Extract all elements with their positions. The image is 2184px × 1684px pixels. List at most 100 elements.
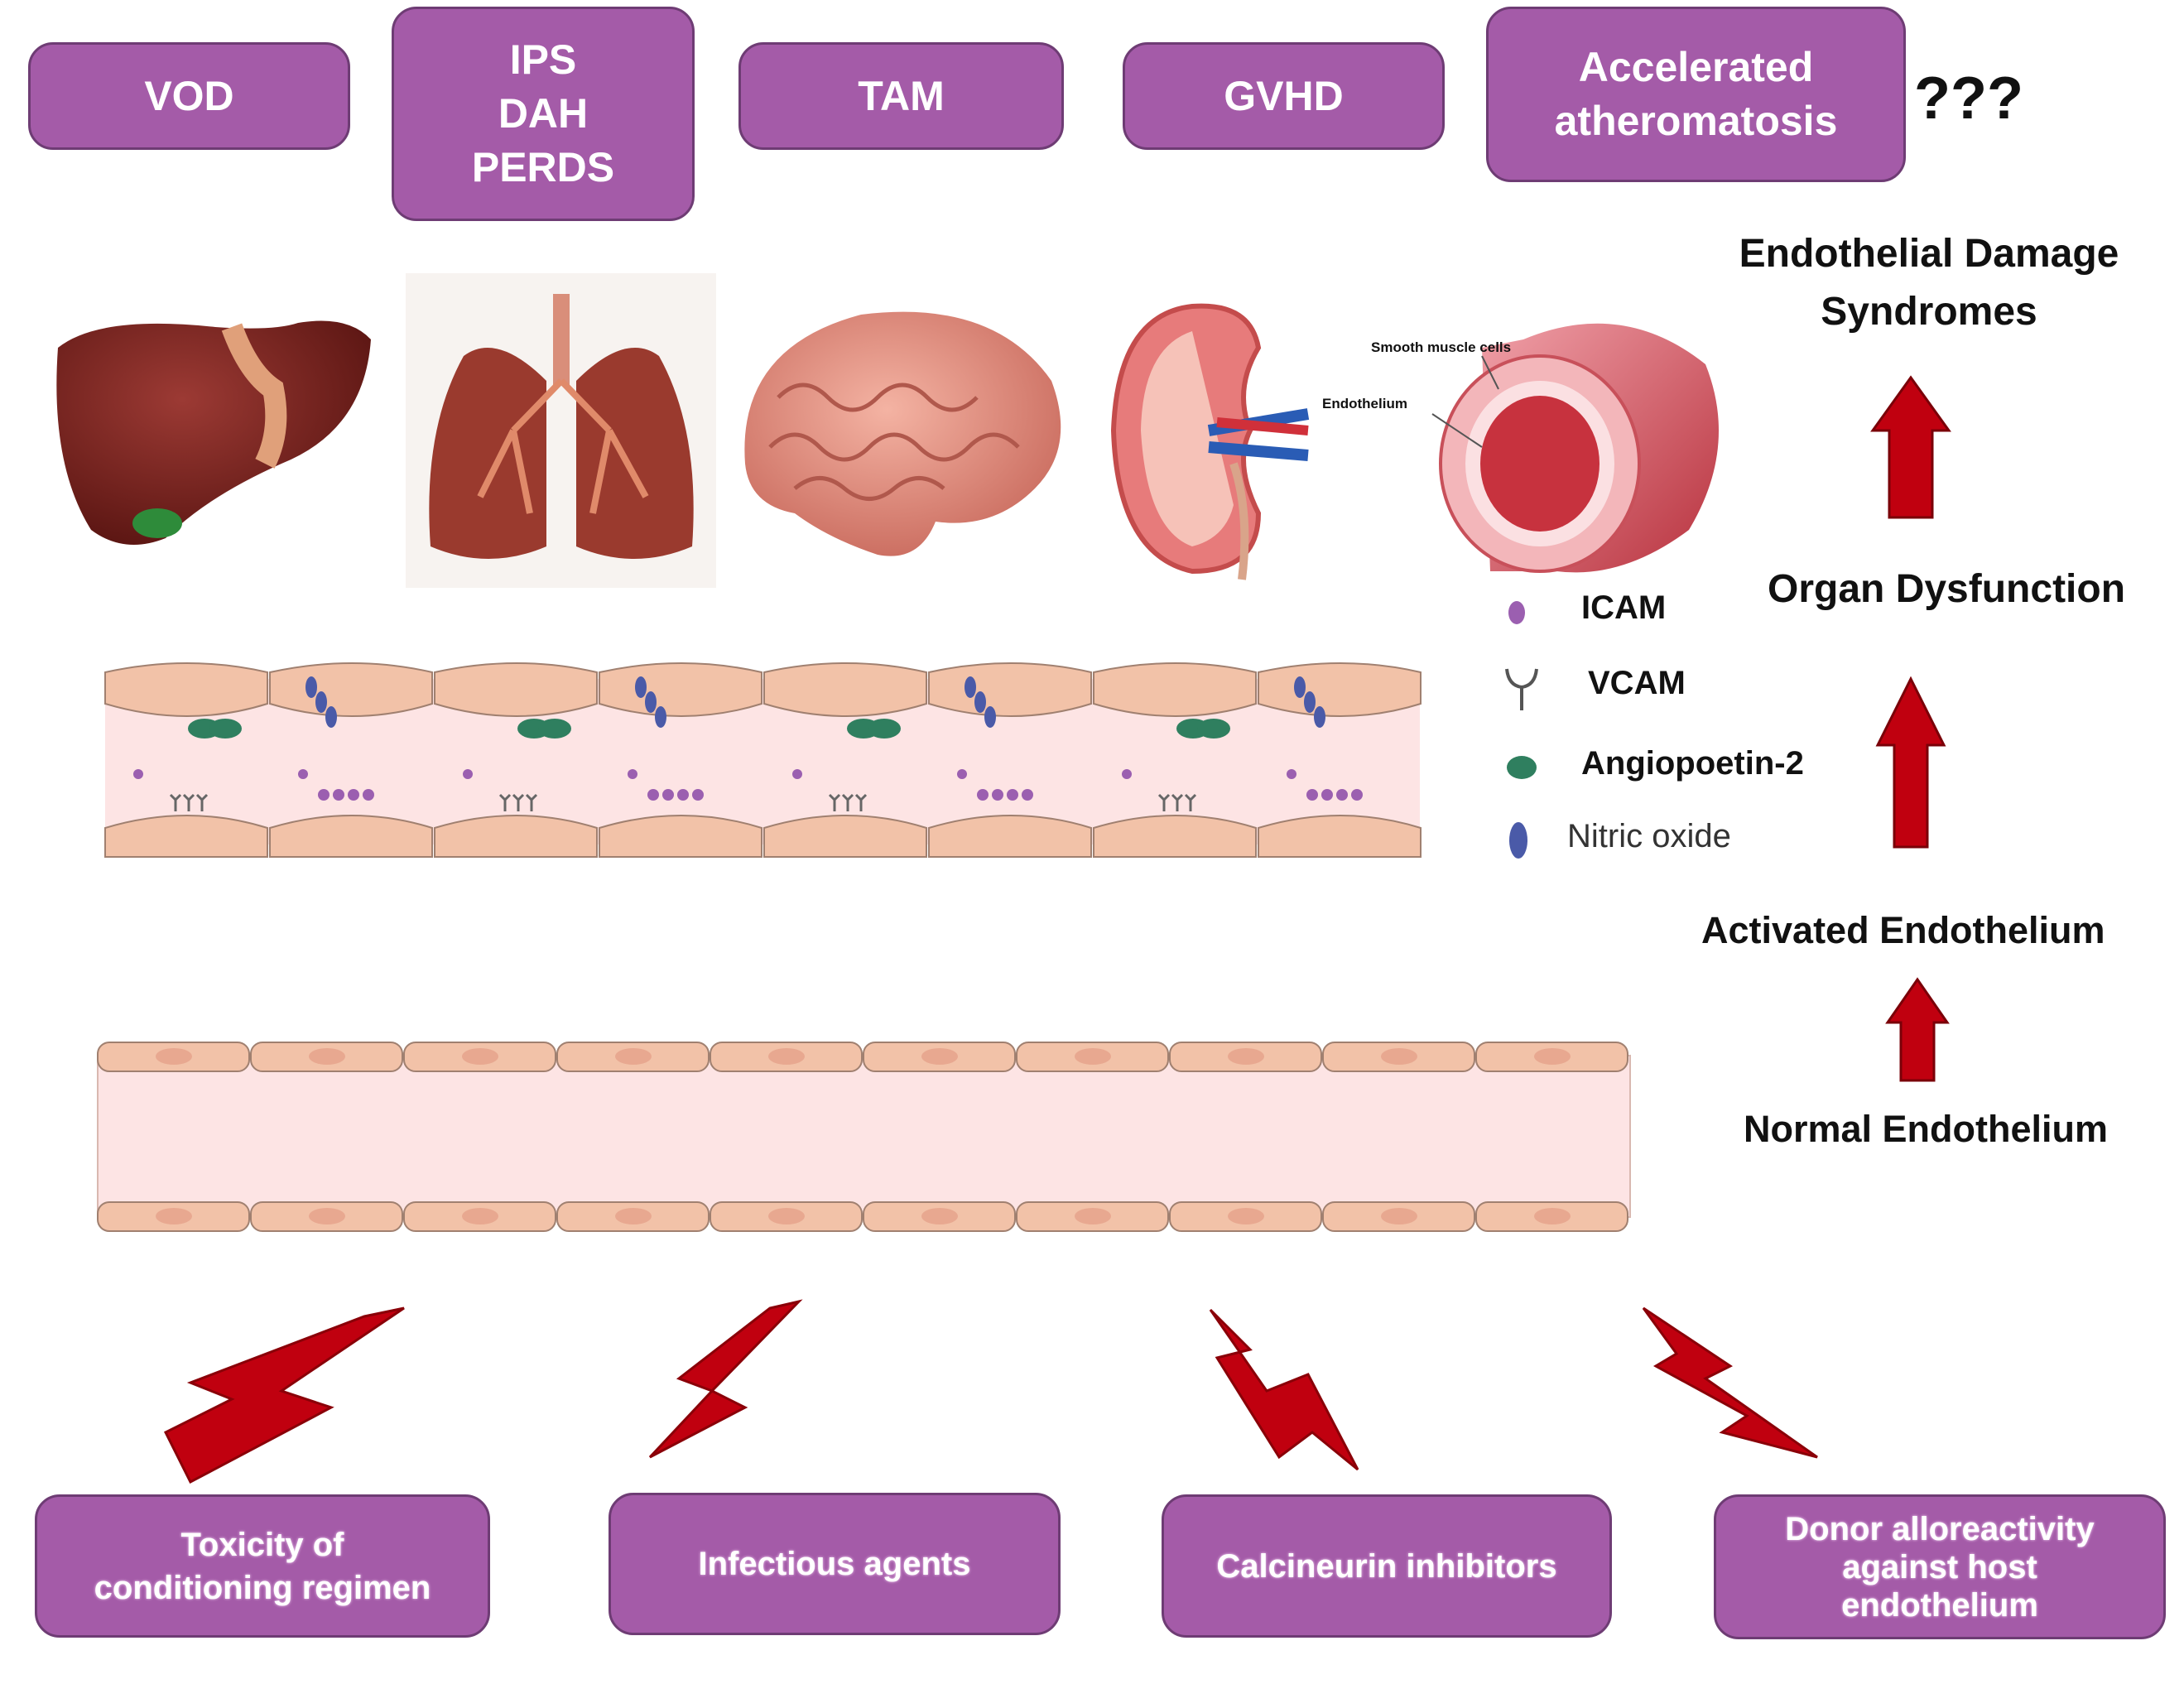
nitric-oxide-marker [1294, 676, 1306, 698]
endothelial-cell-bottom [928, 815, 1092, 858]
up-arrow-icon [1885, 977, 1950, 1082]
vcam-marker [498, 793, 512, 811]
icam-marker [1022, 789, 1033, 801]
cause-infectious-box: Infectious agents [609, 1493, 1061, 1635]
lungs-image [406, 273, 716, 588]
icam-marker [348, 789, 359, 801]
icam-marker [1306, 789, 1318, 801]
nitric-oxide-icon [1509, 822, 1527, 859]
lightning-bolt-icon [1209, 1308, 1359, 1471]
icam-marker [1351, 789, 1363, 801]
endothelial-cell-top [269, 662, 433, 717]
legend-angiopoetin: Angiopoetin-2 [1581, 745, 1804, 782]
vcam-marker [525, 793, 538, 811]
angiopoetin-icon [1507, 756, 1537, 779]
endothelial-cell-top [1258, 662, 1422, 717]
cell-nucleus [921, 1208, 958, 1225]
endothelial-cell-bottom [763, 815, 927, 858]
endothelial-cell-top [104, 662, 268, 717]
up-arrow-icon [1875, 676, 1946, 849]
vcam-marker [854, 793, 868, 811]
smooth-muscle-label: Smooth muscle cells [1371, 339, 1512, 355]
endothelial-cell-top [1093, 662, 1257, 717]
vcam-marker [841, 793, 854, 811]
endothelial-cell-top [599, 662, 762, 717]
cell-nucleus [462, 1208, 498, 1225]
angiopoetin-marker [538, 719, 571, 739]
nitric-oxide-marker [965, 676, 976, 698]
icam-marker [792, 769, 802, 779]
endothelial-cell-top [763, 662, 927, 717]
endothelial-cell-bottom [104, 815, 268, 858]
endothelial-cell-bottom [1258, 815, 1422, 858]
cause-toxicity-box: Toxicity of conditioning regimen [35, 1494, 490, 1638]
nitric-oxide-marker [984, 706, 996, 728]
endothelial-cell-bottom [269, 815, 433, 858]
stage-damage-syndromes: Endothelial Damage Syndromes [1739, 232, 2119, 334]
blood-vessel-image [1431, 323, 1719, 573]
up-arrow-icon [1870, 375, 1951, 519]
lightning-bolt-icon [648, 1299, 803, 1459]
question-marks: ??? [1914, 65, 2023, 132]
endothelial-cell-top [434, 662, 598, 717]
syndrome-ips-dah-perds-box: IPS DAH PERDS [392, 7, 695, 221]
cause-calcineurin-box: Calcineurin inhibitors [1162, 1494, 1612, 1638]
angiopoetin-marker [868, 719, 901, 739]
icam-marker [957, 769, 967, 779]
icam-marker [463, 769, 473, 779]
nitric-oxide-marker [974, 691, 986, 713]
cell-nucleus [768, 1048, 805, 1065]
lightning-bolt-icon [163, 1306, 405, 1484]
icam-icon [1508, 601, 1525, 624]
cell-nucleus [1075, 1048, 1111, 1065]
nitric-oxide-marker [645, 691, 657, 713]
cell-nucleus [1381, 1208, 1417, 1225]
endothelial-cell-top [928, 662, 1092, 717]
icam-marker [1122, 769, 1132, 779]
stage-organ-dysfunction: Organ Dysfunction [1768, 567, 2126, 611]
vcam-marker [169, 793, 182, 811]
cell-nucleus [156, 1208, 192, 1225]
cell-nucleus [156, 1048, 192, 1065]
lightning-bolt-icon [1642, 1306, 1818, 1459]
vcam-icon [1505, 668, 1538, 710]
nitric-oxide-marker [315, 691, 327, 713]
nitric-oxide-marker [1304, 691, 1316, 713]
cell-nucleus [309, 1048, 345, 1065]
cell-nucleus [1381, 1048, 1417, 1065]
syndrome-gvhd-box: GVHD [1123, 42, 1445, 150]
cell-nucleus [1534, 1208, 1571, 1225]
activated-endothelium-strip [104, 662, 1422, 858]
icam-marker [647, 789, 659, 801]
icam-marker [333, 789, 344, 801]
vcam-marker [1171, 793, 1184, 811]
legend-nitric-oxide: Nitric oxide [1567, 818, 1731, 854]
icam-marker [363, 789, 374, 801]
cell-nucleus [1075, 1208, 1111, 1225]
cell-nucleus [1228, 1208, 1264, 1225]
legend-icam: ICAM [1581, 589, 1667, 626]
icam-marker [298, 769, 308, 779]
vcam-marker [195, 793, 209, 811]
kidney-image [1110, 303, 1310, 580]
cause-alloreactivity-box: Donor alloreactivity against host endoth… [1714, 1494, 2166, 1639]
endothelial-cell-bottom [434, 815, 598, 858]
cell-nucleus [768, 1208, 805, 1225]
icam-marker [1336, 789, 1348, 801]
cell-nucleus [309, 1208, 345, 1225]
vcam-marker [512, 793, 525, 811]
vcam-marker [182, 793, 195, 811]
nitric-oxide-marker [1314, 706, 1325, 728]
nitric-oxide-marker [305, 676, 317, 698]
icam-marker [318, 789, 330, 801]
icam-marker [662, 789, 674, 801]
icam-marker [133, 769, 143, 779]
syndrome-tam-box: TAM [738, 42, 1064, 150]
legend-vcam: VCAM [1588, 665, 1686, 701]
icam-marker [992, 789, 1003, 801]
angiopoetin-marker [209, 719, 242, 739]
cell-nucleus [1534, 1048, 1571, 1065]
icam-marker [692, 789, 704, 801]
syndrome-vod-box: VOD [28, 42, 350, 150]
vcam-marker [1157, 793, 1171, 811]
